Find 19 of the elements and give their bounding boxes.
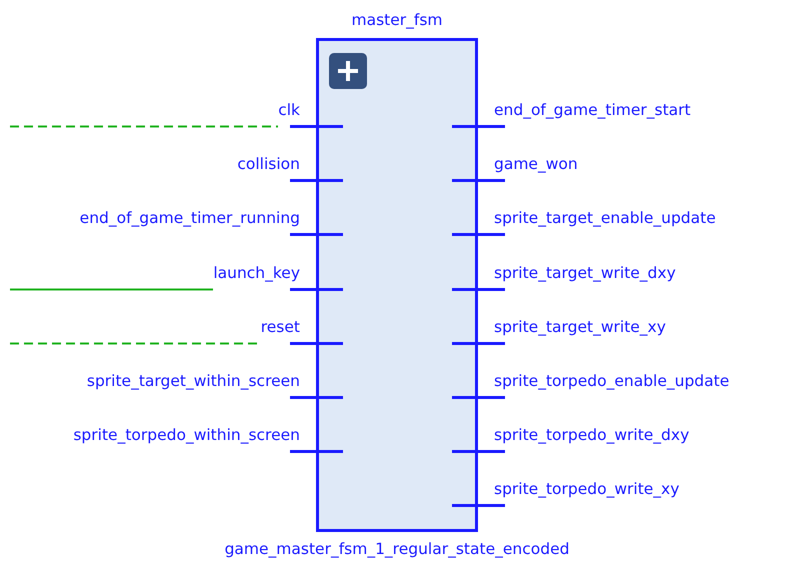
port-name: sprite_torpedo_enable_update — [494, 371, 730, 391]
port-name: collision — [237, 154, 300, 174]
port-name: clk — [278, 100, 300, 120]
port-name: sprite_torpedo_write_dxy — [494, 425, 690, 446]
block-name: master_fsm — [351, 10, 443, 30]
wire — [10, 288, 213, 290]
instance-name: game_master_fsm_1_regular_state_encoded — [224, 539, 570, 559]
port-name: sprite_target_within_screen — [86, 371, 300, 391]
port-name: end_of_game_timer_running — [80, 208, 300, 228]
port-name: sprite_target_write_xy — [494, 316, 666, 337]
port-name: launch_key — [213, 262, 300, 283]
port-name: end_of_game_timer_start — [494, 100, 691, 120]
wire — [10, 126, 278, 128]
port-name: sprite_target_enable_update — [494, 208, 716, 228]
port-name: sprite_torpedo_within_screen — [73, 425, 300, 446]
port-name: game_won — [494, 154, 578, 174]
port-name: reset — [260, 316, 300, 337]
port-name: sprite_torpedo_write_xy — [494, 479, 680, 500]
port-name: sprite_target_write_dxy — [494, 262, 676, 283]
